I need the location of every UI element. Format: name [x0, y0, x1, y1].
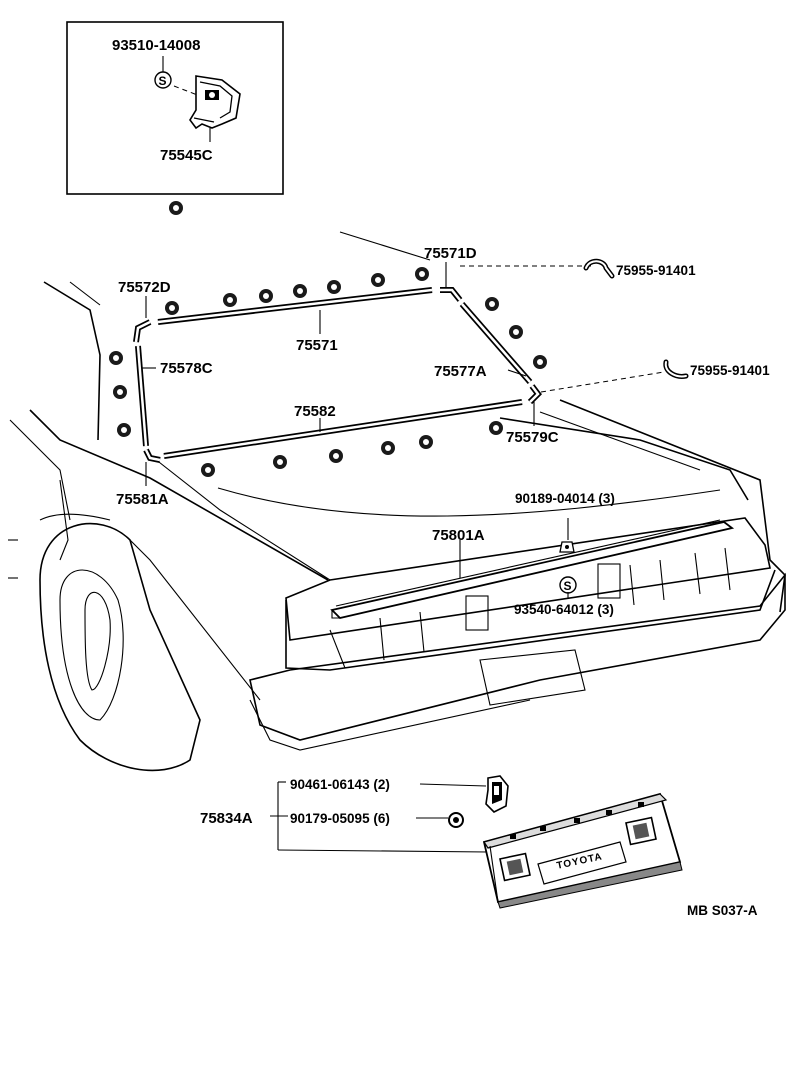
label-90189: 90189-04014 (3) [515, 491, 615, 506]
clip-icon [259, 289, 273, 303]
label-75801a: 75801A [432, 527, 485, 544]
clip-icon [509, 325, 523, 339]
s-mark-text: S [564, 579, 572, 593]
nut-90189-icon [559, 541, 575, 553]
clip-icon [489, 421, 503, 435]
clip-icon [329, 449, 343, 463]
label-75571: 75571 [296, 337, 338, 354]
label-75582: 75582 [294, 403, 336, 420]
clip-icon [223, 293, 237, 307]
label-75577a: 75577A [434, 363, 487, 380]
label-90179: 90179-05095 (6) [290, 811, 390, 826]
clip-90461-icon [485, 775, 509, 813]
label-90461: 90461-06143 (2) [290, 777, 390, 792]
clip-icon [371, 273, 385, 287]
clip-icon [109, 351, 123, 365]
clip-icon [533, 355, 547, 369]
inset-box: 93510-14008 S 75545C [66, 21, 284, 195]
garnish-assembly: TOYOTA [270, 775, 683, 909]
clip-icon [415, 267, 429, 281]
moulding-clips [109, 267, 547, 477]
clip-icon [117, 423, 131, 437]
label-75545c: 75545C [160, 147, 213, 164]
clip-symbol-icon [169, 201, 183, 215]
clip-icon [165, 301, 179, 315]
s-mark-icon [154, 71, 172, 89]
rear-window-mouldings [133, 287, 542, 463]
label-93510-14008: 93510-14008 [112, 37, 200, 54]
leader-lines [142, 262, 665, 598]
label-75578c: 75578C [160, 360, 213, 377]
car-body-outline [8, 231, 786, 772]
clip-icon [293, 284, 307, 298]
s-mark-text: S [159, 74, 167, 88]
label-75955-right: 75955-91401 [690, 363, 770, 378]
clip-75545c-icon [189, 75, 241, 130]
nut-90179-icon [448, 812, 464, 828]
label-75572d: 75572D [118, 279, 171, 296]
clip-75955-right-icon [663, 359, 689, 379]
diagram-code: MB S037-A [687, 903, 758, 918]
rear-garnish-panel: TOYOTA [482, 792, 683, 909]
label-75571d: 75571D [424, 245, 477, 262]
clip-icon [113, 385, 127, 399]
label-75834a: 75834A [200, 810, 253, 827]
clip-icon [273, 455, 287, 469]
part-labels: 75571D 75572D 75571 75578C 75577A 75582 … [116, 245, 770, 918]
clip-icon [327, 280, 341, 294]
clip-icon [485, 297, 499, 311]
label-75579c: 75579C [506, 429, 559, 446]
label-75955-top: 75955-91401 [616, 263, 696, 278]
trunk-moulding-75801a [330, 519, 735, 619]
clip-75955-top-icon [583, 258, 615, 279]
clip-icon [381, 441, 395, 455]
label-75581a: 75581A [116, 491, 169, 508]
clip-icon [201, 463, 215, 477]
s-mark-icon: S [559, 576, 577, 594]
clip-icon [419, 435, 433, 449]
label-93540: 93540-64012 (3) [514, 602, 614, 617]
